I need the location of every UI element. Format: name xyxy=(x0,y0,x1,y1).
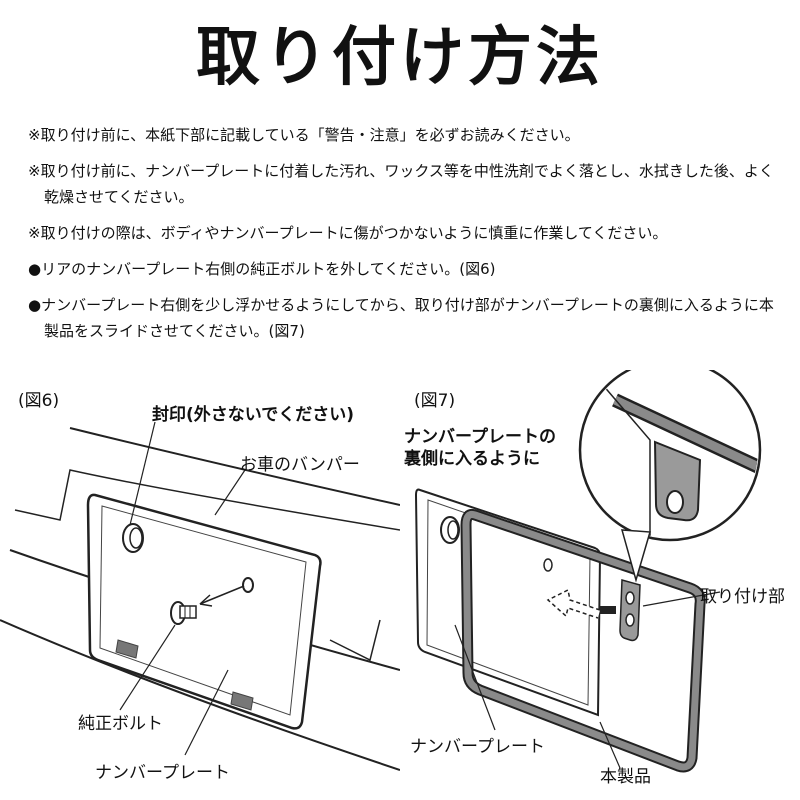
plate-callout-7: ナンバープレート xyxy=(410,737,545,757)
instruction-notes: ※取り付け前に、本紙下部に記載している「警告・注意」を必ずお読みください。 ※取… xyxy=(28,122,778,344)
figure-6-illustration xyxy=(0,421,400,771)
product-callout: 本製品 xyxy=(600,767,651,787)
figure-7-label: (図7) xyxy=(414,391,456,411)
note-read-warnings: ※取り付け前に、本紙下部に記載している「警告・注意」を必ずお読みください。 xyxy=(28,126,580,144)
figure-6-label: (図6) xyxy=(18,391,60,411)
page-title: 取り付け方法 xyxy=(196,21,604,95)
note-careful-work: ※取り付けの際は、ボディやナンバープレートに傷がつかないように慎重に作業してくだ… xyxy=(28,224,668,242)
behind-plate-callout-line2: 裏側に入るように xyxy=(404,449,540,469)
figure-7-illustration xyxy=(414,370,762,773)
seal-callout: 封印(外さないでください) xyxy=(152,405,355,425)
mount-callout: 取り付け部 xyxy=(700,587,785,607)
figure-6: (図6) 封印(外さないでください) お車のバンパー 純正ボルト ナンバープレー… xyxy=(0,370,400,800)
plate-callout: ナンバープレート xyxy=(95,763,230,783)
bumper-callout: お車のバンパー xyxy=(240,455,360,475)
step-slide-product: ●ナンバープレート右側を少し浮かせるようにしてから、取り付け部がナンバープレート… xyxy=(28,296,774,340)
bolt-callout: 純正ボルト xyxy=(78,714,163,734)
note-clean-plate: ※取り付け前に、ナンバープレートに付着した汚れ、ワックス等を中性洗剤でよく落とし… xyxy=(28,162,774,206)
bolt-icon xyxy=(170,601,197,625)
step-remove-bolt: ●リアのナンバープレート右側の純正ボルトを外してください。(図6) xyxy=(28,260,496,278)
behind-plate-callout-line1: ナンバープレートの xyxy=(404,427,556,447)
figure-7: (図7) ナンバープレートの 裏側に入るように 取り付け部 ナンバープレート 本… xyxy=(400,370,800,800)
